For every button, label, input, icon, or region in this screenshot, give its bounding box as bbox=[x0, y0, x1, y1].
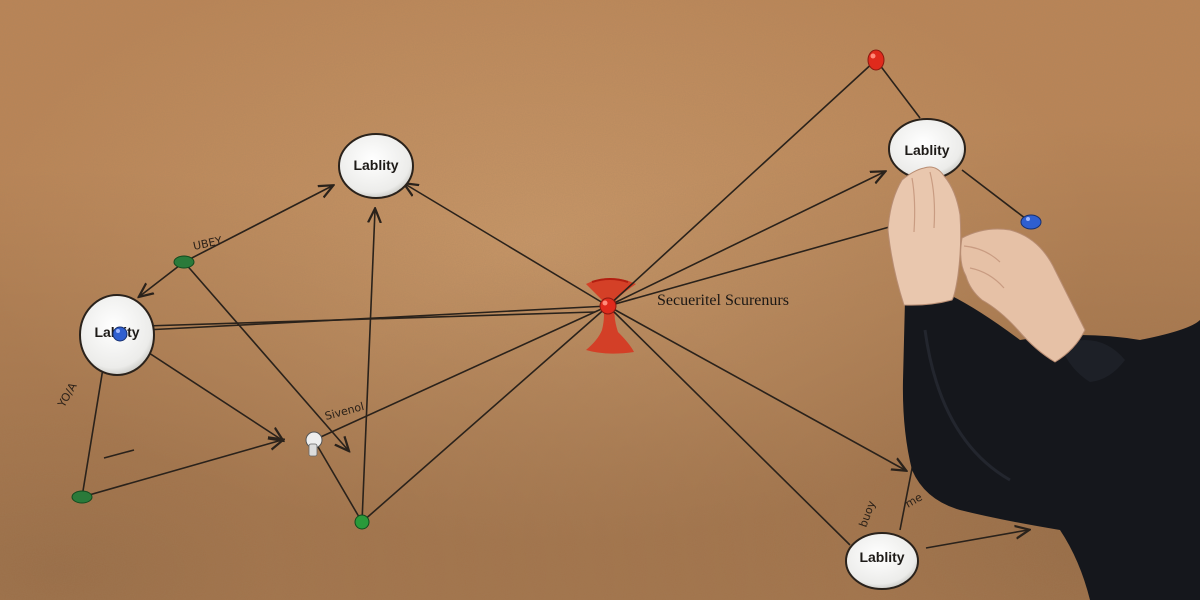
string-to-white-pin bbox=[313, 305, 609, 441]
hand-right bbox=[960, 228, 1086, 363]
disk-bottom-right-label: Lablity bbox=[859, 549, 904, 565]
scrawl-yoa: YO/A bbox=[55, 380, 80, 410]
scrawl-me: me bbox=[903, 490, 925, 510]
string-bottom-left-green bbox=[81, 440, 282, 498]
strings bbox=[81, 59, 1031, 549]
disk-top-right: Lablity bbox=[888, 118, 966, 180]
string-green-down bbox=[183, 261, 348, 450]
disk-top-center: Lablity bbox=[338, 133, 414, 199]
disk-top-right-label: Lablity bbox=[904, 142, 949, 158]
string-green-to-top-center bbox=[361, 210, 375, 523]
tick-mark bbox=[103, 449, 135, 459]
pin-green-top-left bbox=[173, 255, 195, 269]
string-to-right-hand bbox=[607, 223, 901, 307]
string-to-lower-right bbox=[607, 305, 905, 470]
pin-green-bottom-center bbox=[354, 514, 370, 530]
pin-blue-right bbox=[1020, 214, 1042, 230]
pin-green-bottom-left bbox=[71, 490, 93, 504]
central-red-stain bbox=[586, 278, 636, 354]
string-to-top-right-disk bbox=[607, 172, 884, 307]
string-to-bottom-right-disk bbox=[607, 305, 851, 546]
central-caption: Secueritel Scurenurs bbox=[657, 292, 789, 309]
string-to-top-center-disk bbox=[405, 184, 609, 307]
pin-white-center bbox=[305, 431, 323, 457]
disk-top-center-label: Lablity bbox=[353, 157, 398, 173]
string-to-bottom-green-pin bbox=[361, 305, 609, 523]
string-red-to-disk bbox=[875, 59, 921, 119]
string-white-to-green bbox=[313, 439, 363, 523]
scrawl-buoy: buoy bbox=[857, 499, 879, 529]
string-left-vertical bbox=[81, 355, 106, 498]
pin-red-top bbox=[867, 49, 885, 71]
pin-red-center bbox=[599, 297, 617, 315]
disk-bottom-right: Lablity bbox=[845, 532, 919, 590]
person-arm bbox=[902, 293, 1200, 600]
pin-blue-left bbox=[112, 326, 128, 342]
string-to-top-red-pin bbox=[607, 59, 877, 307]
hand-left bbox=[887, 166, 962, 306]
scrawl-ubey: UBEY bbox=[192, 234, 224, 253]
string-green-to-left-disk bbox=[140, 261, 185, 296]
string-bottom-right-out bbox=[925, 530, 1028, 549]
string-green-to-top-center-2 bbox=[183, 186, 332, 263]
string-disk-to-blue bbox=[961, 169, 1031, 223]
